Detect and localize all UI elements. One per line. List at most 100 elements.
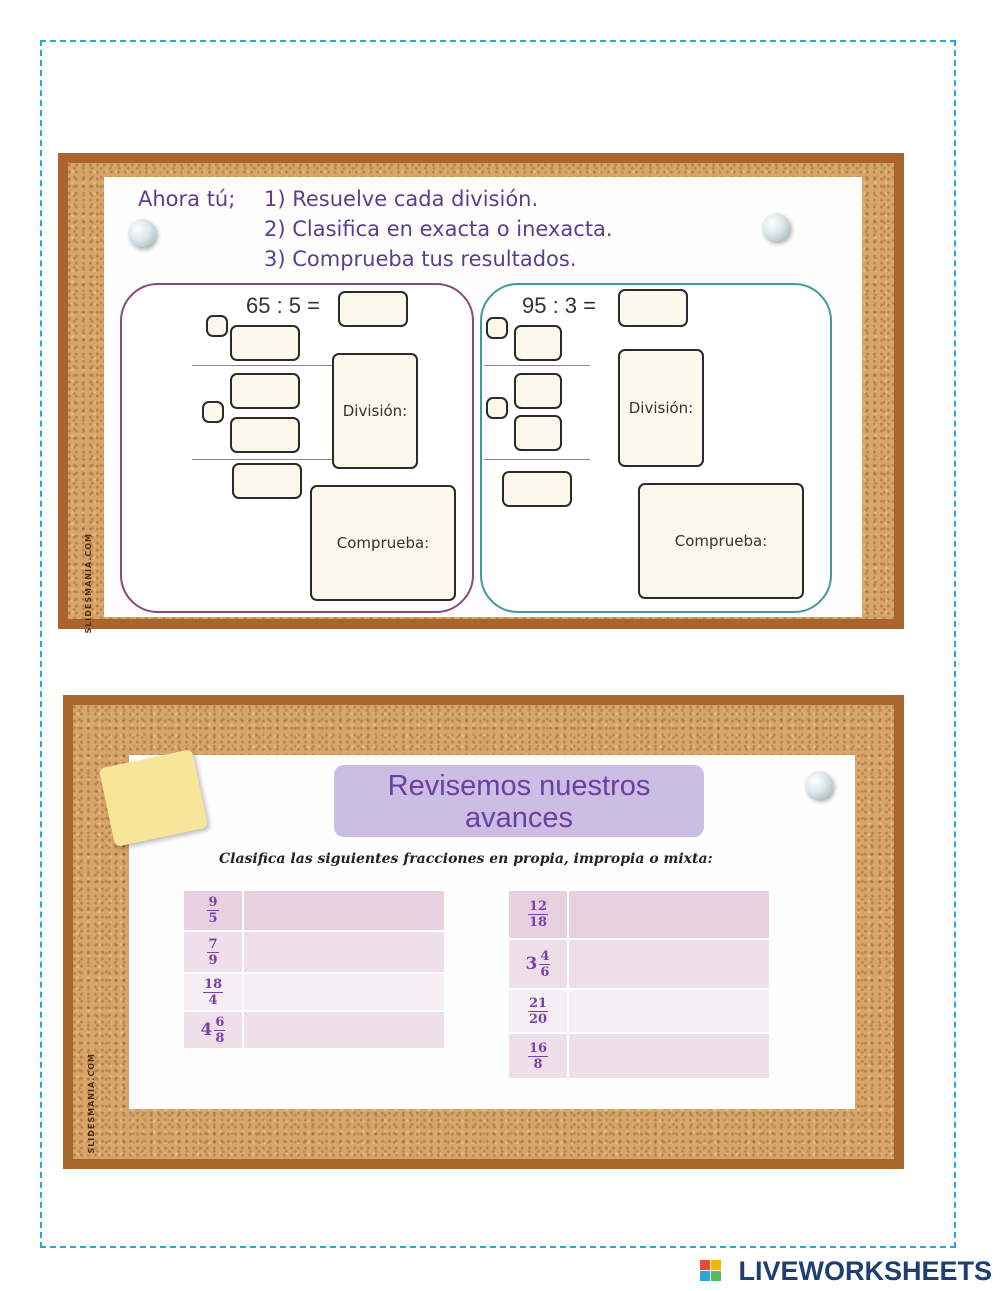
- title-banner: Revisemos nuestros avances: [334, 765, 704, 837]
- remainder-box[interactable]: [232, 463, 302, 499]
- equation: 95 : 3 =: [522, 293, 597, 318]
- whiteboard-paper: Revisemos nuestros avances Clasifica las…: [129, 755, 855, 1109]
- check-label: Comprueba:: [674, 532, 768, 550]
- heading-label: Ahora tú;: [138, 187, 236, 211]
- division-type-box[interactable]: División:: [332, 353, 418, 469]
- division-type-label: División:: [342, 402, 408, 420]
- fraction-whole: 4: [200, 1020, 213, 1040]
- denominator: 4: [208, 992, 218, 1008]
- numerator: 12: [527, 899, 549, 915]
- fraction-whole: 3: [525, 954, 538, 974]
- corkboard-fractions: SLIDESMANIA.COM Revisemos nuestros avanc…: [63, 695, 904, 1169]
- answer-box[interactable]: [514, 325, 562, 361]
- corkboard-division: SLIDESMANIA.COM Ahora tú; 1) Resuelve ca…: [58, 153, 904, 634]
- divider-line: [484, 459, 590, 460]
- quotient-answer-box[interactable]: [338, 291, 408, 327]
- classification-answer-cell[interactable]: [242, 931, 444, 974]
- denominator: 5: [208, 911, 218, 926]
- divider-line: [192, 365, 338, 366]
- check-box[interactable]: Comprueba:: [310, 485, 456, 601]
- classification-answer-cell[interactable]: [242, 1011, 444, 1050]
- classification-answer-cell[interactable]: [567, 891, 769, 940]
- division-type-box[interactable]: División:: [618, 349, 704, 467]
- digit-box[interactable]: [486, 317, 508, 339]
- denominator: 8: [215, 1030, 225, 1046]
- remainder-box[interactable]: [502, 471, 572, 507]
- digit-box[interactable]: [206, 315, 228, 337]
- pushpin-icon: [128, 219, 156, 247]
- answer-box[interactable]: [230, 325, 300, 361]
- numerator: 21: [527, 995, 549, 1012]
- liveworksheets-logo-icon: [700, 1260, 722, 1282]
- numerator: 18: [202, 976, 224, 993]
- equation: 65 : 5 =: [246, 293, 321, 318]
- classification-answer-cell[interactable]: [567, 1033, 769, 1080]
- denominator: 6: [540, 964, 550, 980]
- denominator: 20: [528, 1011, 548, 1027]
- classification-answer-cell[interactable]: [242, 973, 444, 1012]
- check-box[interactable]: Comprueba:: [638, 483, 804, 599]
- whiteboard-paper: Ahora tú; 1) Resuelve cada división. 2) …: [104, 177, 862, 617]
- title-line-1: Revisemos nuestros: [387, 770, 651, 802]
- numerator: 6: [214, 1014, 226, 1031]
- denominator: 18: [528, 915, 548, 930]
- digit-box[interactable]: [486, 397, 508, 419]
- division-panel-right: 95 : 3 = División: Comprueba:: [480, 283, 832, 613]
- numerator: 16: [527, 1040, 549, 1057]
- pushpin-icon: [805, 771, 833, 799]
- division-type-label: División:: [628, 399, 694, 417]
- numerator: 4: [539, 948, 551, 965]
- step-2: 2) Clasifica en exacta o inexacta.: [264, 217, 613, 241]
- answer-box[interactable]: [230, 417, 300, 453]
- classification-answer-cell[interactable]: [567, 989, 769, 1034]
- denominator: 8: [533, 1056, 543, 1072]
- step-3: 3) Comprueba tus resultados.: [264, 247, 577, 271]
- instruction: Clasifica las siguientes fracciones en p…: [219, 851, 713, 867]
- step-1: 1) Resuelve cada división.: [264, 187, 539, 211]
- digit-box[interactable]: [202, 401, 224, 423]
- pushpin-icon: [762, 213, 790, 241]
- page-border: [40, 40, 956, 1248]
- check-label: Comprueba:: [336, 534, 430, 552]
- brand-logo: LIVEWORKSHEETS: [738, 1256, 992, 1286]
- denominator: 9: [208, 952, 218, 968]
- classification-answer-cell[interactable]: [567, 939, 769, 990]
- numerator: 7: [207, 936, 219, 953]
- numerator: 9: [207, 895, 219, 911]
- title-line-2: avances: [464, 802, 573, 834]
- watermark: SLIDESMANIA.COM: [87, 1053, 96, 1154]
- quotient-answer-box[interactable]: [618, 289, 688, 327]
- division-panel-left: 65 : 5 = División: Comprueba:: [120, 283, 474, 613]
- divider-line: [192, 459, 338, 460]
- answer-box[interactable]: [514, 415, 562, 451]
- classification-answer-cell[interactable]: [242, 891, 444, 932]
- answer-box[interactable]: [230, 373, 300, 409]
- divider-line: [484, 365, 590, 366]
- answer-box[interactable]: [514, 373, 562, 409]
